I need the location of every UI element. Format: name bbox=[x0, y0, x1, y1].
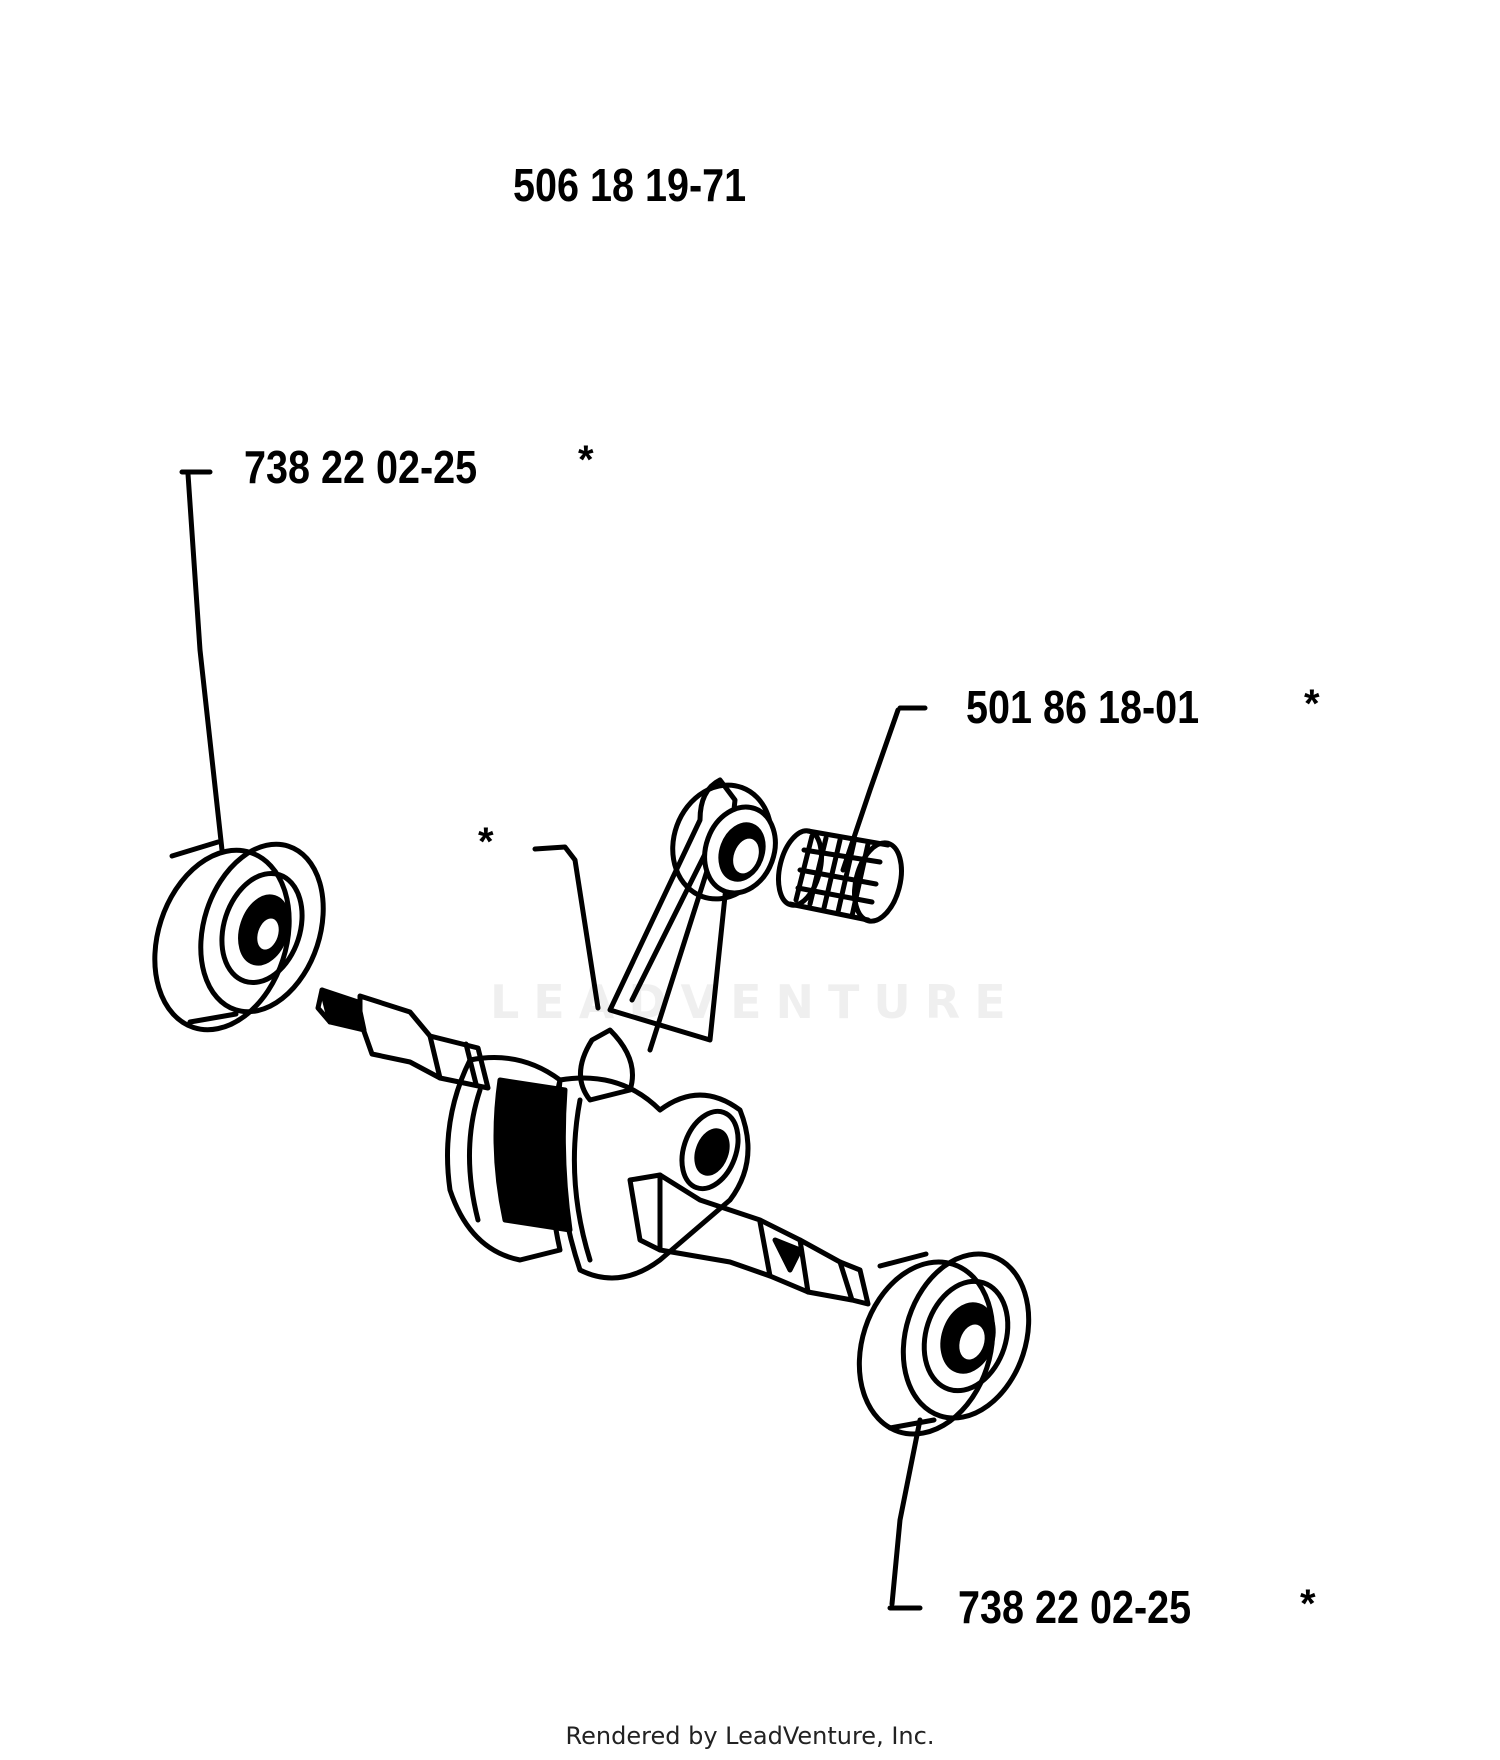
assembly-part-number: 506 18 19-71 bbox=[513, 159, 747, 211]
connecting-rod bbox=[578, 777, 778, 1103]
leader-line-connecting-rod bbox=[532, 844, 601, 1011]
callout-bearing-lower-marker: * bbox=[1300, 1582, 1316, 1626]
threaded-stub-left bbox=[315, 987, 367, 1033]
crank-web-right bbox=[555, 1075, 751, 1281]
shaft-right bbox=[627, 1172, 871, 1307]
callout-bearing-lower-part-number: 738 22 02-25 bbox=[958, 1581, 1192, 1633]
callout-bearing-upper-part-number: 738 22 02-25 bbox=[244, 441, 478, 493]
footer-credit: Rendered by LeadVenture, Inc. bbox=[565, 1722, 935, 1750]
ball-bearing-lower bbox=[856, 1251, 1032, 1437]
shaft-left bbox=[357, 993, 491, 1091]
needle-bearing bbox=[776, 828, 904, 924]
callout-connecting-rod-marker: * bbox=[478, 820, 494, 864]
watermark: LEADVENTURE bbox=[490, 975, 1020, 1029]
leader-line-bearing-lower bbox=[887, 1417, 923, 1611]
callout-needle-bearing-part-number: 501 86 18-01 bbox=[966, 681, 1200, 733]
ball-bearing-upper bbox=[152, 839, 326, 1033]
crank-web-left bbox=[445, 1055, 563, 1263]
leader-line-bearing-upper bbox=[179, 469, 225, 853]
callout-needle-bearing-marker: * bbox=[1304, 682, 1320, 726]
callout-bearing-upper-marker: * bbox=[578, 438, 594, 482]
